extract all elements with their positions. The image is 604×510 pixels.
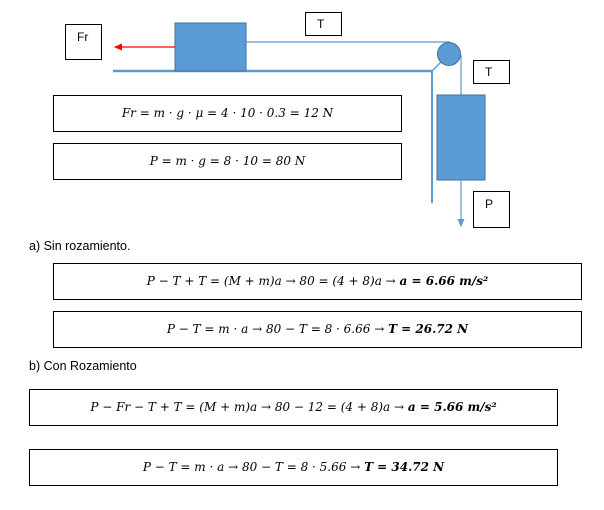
equation-text: P − T = m · a → 80 − T = 8 · 5.66 → [142,460,365,474]
equation-text: P − T = m · a → 80 − T = 8 · 6.66 → [166,322,389,336]
pulley-support [431,60,443,72]
weight-label: P [473,191,510,228]
equation-result: a = 5.66 m/s² [407,400,497,414]
equation-a-acceleration: P − T + T = (M + m)a → 80 = (4 + 8)a → a… [53,263,582,300]
equation-b-tension: P − T = m · a → 80 − T = 8 · 5.66 → T = … [29,449,558,486]
section-b-title: b) Con Rozamiento [29,359,137,373]
equation-text: Fr = m · g · μ = 4 · 10 · 0.3 = 12 N [121,106,334,120]
equation-text: P − T + T = (M + m)a → 80 = (4 + 8)a → [146,274,400,288]
equation-text: P = m · g = 8 · 10 = 80 N [149,154,306,168]
section-a-title: a) Sin rozamiento. [29,239,131,253]
equation-a-tension: P − T = m · a → 80 − T = 8 · 6.66 → T = … [53,311,582,348]
pulley [437,42,461,66]
equation-result: T = 34.72 N [364,460,445,474]
equation-b-acceleration: P − Fr − T + T = (M + m)a → 80 − 12 = (4… [29,389,558,426]
block-hanging [436,94,486,181]
weight-equation: P = m · g = 8 · 10 = 80 N [53,143,402,180]
equation-text: P − Fr − T + T = (M + m)a → 80 − 12 = (4… [90,400,408,414]
friction-equation: Fr = m · g · μ = 4 · 10 · 0.3 = 12 N [53,95,402,132]
equation-result: a = 6.66 m/s² [399,274,489,288]
tension-label-top: T [305,12,342,36]
block-table [174,22,247,72]
friction-label: Fr [65,24,102,60]
tension-label-right: T [473,60,510,84]
equation-result: T = 26.72 N [388,322,469,336]
